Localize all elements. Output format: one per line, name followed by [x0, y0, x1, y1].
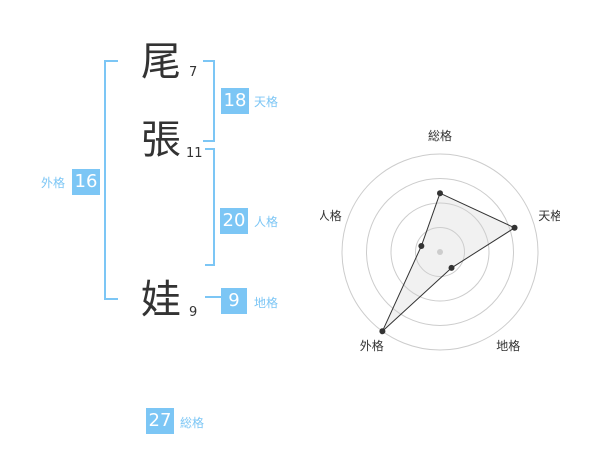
radar-grid-ring: [366, 178, 514, 326]
radar-grid-ring: [341, 153, 539, 351]
radar-center-dot: [437, 249, 443, 255]
radar-axis-label: 人格: [320, 208, 342, 223]
jinkaku-bracket: [205, 148, 215, 266]
radar-point-5: [418, 242, 425, 249]
name-char-2: 張: [141, 117, 181, 163]
soukaku-value: 27: [146, 408, 174, 434]
radar-point-3: [448, 264, 455, 271]
radar-point-4: [379, 328, 386, 335]
chikaku-value: 9: [221, 288, 247, 314]
radar-grid-ring: [415, 227, 465, 277]
tenkaku-bracket: [203, 60, 215, 142]
stroke-count-2: 11: [186, 146, 203, 161]
chikaku-label: 地格: [254, 296, 279, 310]
tenkaku-value: 18: [221, 88, 249, 114]
radar-axis-label: 総格: [428, 128, 452, 143]
name-char-3: 娃: [141, 277, 181, 323]
gaikaku-label: 外格: [41, 176, 66, 190]
chikaku-connector: [205, 296, 221, 298]
stroke-count-1: 7: [189, 65, 198, 80]
radar-data-polygon: [381, 192, 516, 332]
radar-grid-ring: [390, 202, 490, 302]
soukaku-label: 総格: [180, 416, 205, 430]
name-char-1: 尾: [141, 39, 181, 85]
tenkaku-label: 天格: [254, 95, 279, 109]
gaikaku-bracket: [104, 60, 118, 300]
gaikaku-value: 16: [72, 169, 100, 195]
radar-axis-label: 外格: [360, 338, 384, 353]
jinkaku-label: 人格: [254, 215, 279, 229]
radar-axis-label: 天格: [538, 208, 560, 223]
radar-point-2: [511, 224, 518, 231]
radar-axis-label: 地格: [496, 338, 520, 353]
stroke-count-3: 9: [189, 305, 198, 320]
jinkaku-value: 20: [220, 208, 248, 234]
radar-point-1: [437, 190, 443, 197]
